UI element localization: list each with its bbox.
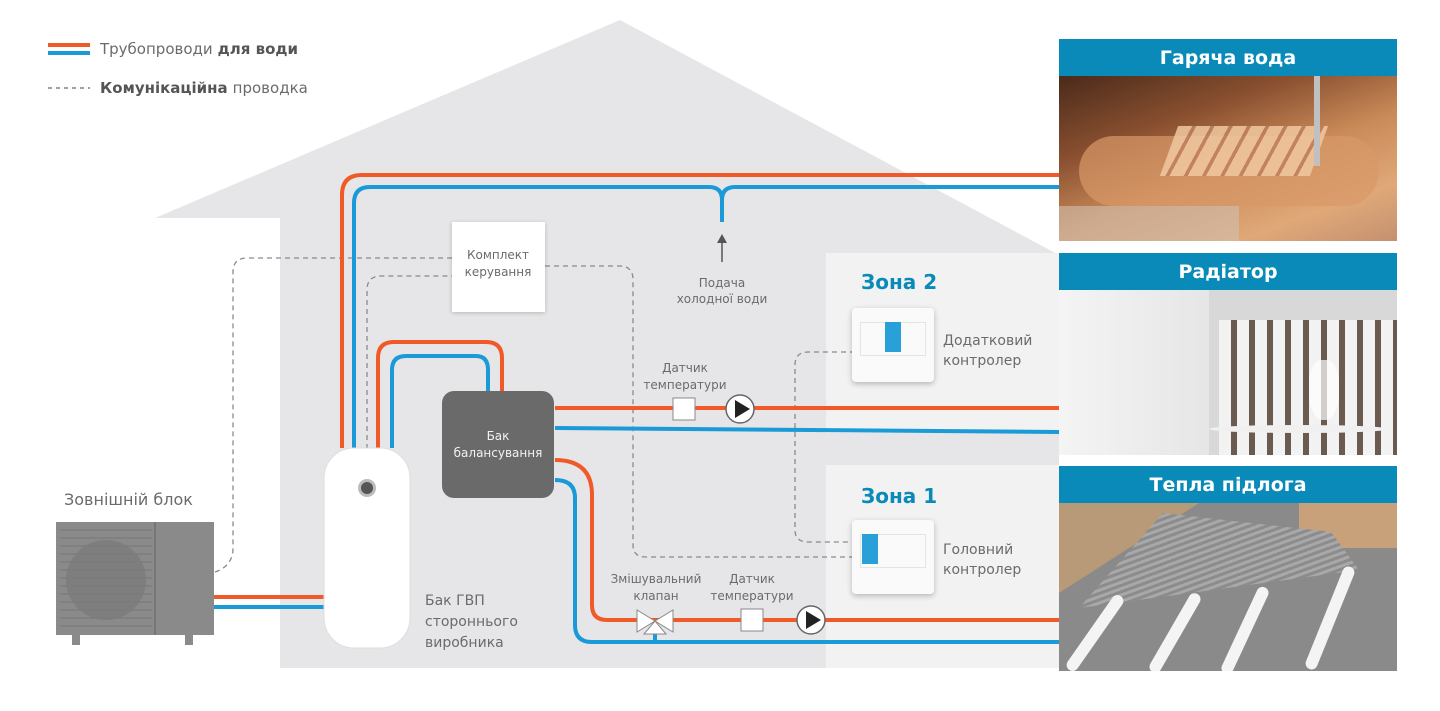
buffer-tank-label-1: Бак [487,429,510,443]
temp-sensor-top-label-2: температури [643,378,726,392]
temp-sensor-top-icon [672,397,696,421]
legend-comm-bold: Комунікаційна [100,79,228,97]
panel-underfloor: Тепла підлога [1059,466,1397,671]
comm-wiring [214,257,855,575]
dhw-tank-label-2: стороннього [425,614,518,630]
fan-icon [66,540,146,620]
legend-water-bold: для води [217,40,299,58]
cold-water-arrow-icon [717,234,727,262]
bathtub-photo-icon [1059,76,1397,241]
panel-hot-water-title: Гаряча вода [1059,39,1397,76]
temp-sensor-bottom-label-2: температури [710,589,793,603]
zone-2-controller-label-2: контролер [943,353,1022,369]
cold-water-label-1: Подача [699,276,745,290]
control-kit-label-2: керування [465,265,532,279]
water-pipe-swatch-icon [48,43,90,55]
underfloor-heating-photo-icon [1059,503,1397,671]
zone-1-controller-label-1: Головний [943,542,1014,558]
dhw-tank-label-3: виробника [425,635,504,651]
zone-2-controller-label: Додатковий контролер [943,331,1032,371]
panel-underfloor-title: Тепла підлога [1059,466,1397,503]
mixing-valve-label-1: Змішувальний [611,572,702,586]
cold-water-label-2: холодної води [677,292,768,306]
comm-wiring-swatch-icon [48,87,90,89]
legend-comm-wiring: Комунікаційна проводка [48,79,308,97]
zone-1-controller-label-2: контролер [943,562,1022,578]
legend-water-pipes: Трубопроводи для води [48,40,303,58]
panel-radiator-title: Радіатор [1059,253,1397,290]
buffer-tank-label-2: балансування [454,446,543,460]
zone-2-controller-label-1: Додатковий [943,333,1033,349]
outdoor-unit-label: Зовнішній блок [64,490,193,509]
pump-top-icon [725,394,755,424]
temp-sensor-bottom-label-1: Датчик [729,572,775,586]
radiator-photo-icon [1059,290,1397,455]
legend-water-prefix: Трубопроводи [100,40,213,58]
control-kit-box [452,222,545,312]
dhw-tank [323,447,411,649]
mixing-valve-icon [636,609,674,635]
zone-2-title: Зона 2 [861,270,938,294]
water-pipes [214,173,1060,644]
buffer-tank [442,391,554,498]
panel-hot-water: Гаряча вода [1059,39,1397,241]
pump-bottom-icon [796,605,826,635]
panel-radiator: Радіатор [1059,253,1397,455]
zone-2-controller-icon [852,308,934,382]
mixing-valve-label-2: клапан [633,589,678,603]
zone-1-title: Зона 1 [861,484,938,508]
outdoor-unit [56,522,214,645]
legend-comm-suffix: проводка [232,79,308,97]
temp-sensor-top-label-1: Датчик [662,361,708,375]
control-kit-label-1: Комплект [467,248,529,262]
temp-sensor-bottom-icon [740,608,764,632]
dhw-tank-label-1: Бак ГВП [425,593,485,609]
zone-1-controller-label: Головний контролер [943,540,1021,580]
zone-1-controller-icon [852,520,934,594]
